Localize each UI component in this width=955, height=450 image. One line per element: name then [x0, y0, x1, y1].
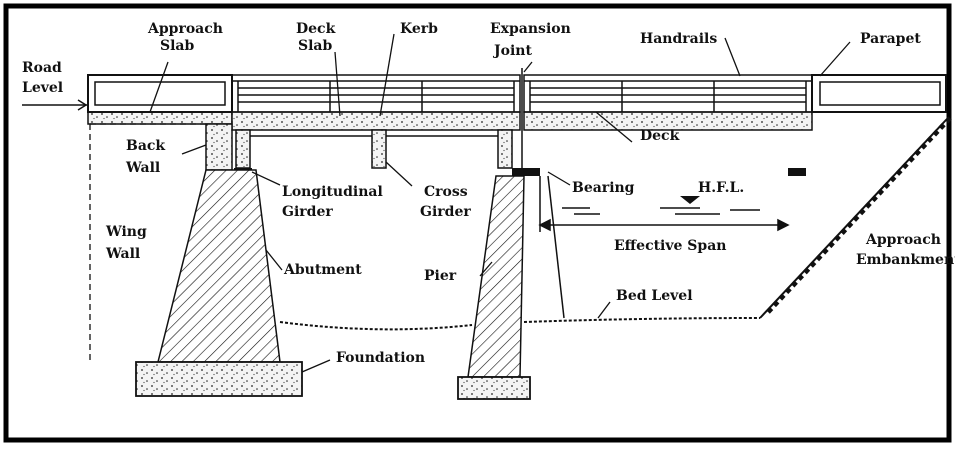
- parapet-right-panel: [819, 81, 941, 106]
- label-longitudinal-girder-2: Girder: [282, 204, 333, 220]
- handrails-span1: [231, 74, 521, 113]
- back-wall: [205, 123, 233, 171]
- label-longitudinal-girder-1: Longitudinal: [282, 184, 383, 200]
- road-level-arrow: [77, 99, 88, 111]
- label-deck-slab-1: Deck: [296, 21, 336, 37]
- hfl-marks: [562, 207, 760, 215]
- label-foundation: Foundation: [336, 350, 425, 366]
- bearing-pier: [512, 168, 540, 176]
- bearing-right: [788, 168, 806, 176]
- parapet-left-panel: [94, 81, 226, 106]
- leader-lines: [149, 33, 851, 373]
- label-approach-embankment-2: Embankment: [856, 252, 955, 268]
- effective-span-dimension: [538, 175, 790, 319]
- label-back-wall-2: Wall: [125, 160, 160, 176]
- label-road-level-1: Road: [22, 60, 62, 76]
- label-approach-embankment-1: Approach: [865, 232, 941, 248]
- label-deck-slab-2: Slab: [298, 38, 333, 54]
- foundation-pier: [457, 376, 531, 400]
- label-pier: Pier: [424, 268, 457, 284]
- hfl-triangle: [680, 196, 700, 204]
- label-effective-span: Effective Span: [614, 238, 726, 254]
- parapet-left: [87, 74, 233, 113]
- label-approach-slab-1: Approach: [147, 21, 223, 37]
- handrails-span2: [523, 74, 813, 113]
- parapet-right: [811, 74, 947, 113]
- label-expansion-joint-2: Joint: [492, 43, 532, 59]
- label-handrails: Handrails: [640, 31, 717, 47]
- girders-span1: [235, 129, 513, 169]
- label-hfl: H.F.L.: [698, 180, 744, 196]
- label-road-level-2: Level: [22, 80, 63, 96]
- label-bearing: Bearing: [572, 180, 635, 196]
- label-kerb: Kerb: [400, 21, 438, 37]
- bed-level-line: [279, 317, 761, 331]
- label-deck: Deck: [640, 128, 680, 144]
- deck-slab-span1: [231, 111, 521, 131]
- label-abutment: Abutment: [283, 262, 362, 278]
- label-back-wall-1: Back: [126, 138, 165, 154]
- label-wing-wall-2: Wall: [105, 246, 140, 262]
- foundation-abutment: [135, 361, 303, 397]
- label-parapet: Parapet: [860, 31, 921, 47]
- label-approach-slab-2: Slab: [160, 38, 195, 54]
- label-expansion-joint-1: Expansion: [490, 21, 571, 37]
- label-wing-wall-1: Wing: [105, 224, 147, 240]
- approach-slab-left: [87, 111, 233, 125]
- label-cross-girder-1: Cross: [424, 184, 468, 200]
- label-cross-girder-2: Girder: [420, 204, 471, 220]
- label-bed-level: Bed Level: [616, 288, 693, 304]
